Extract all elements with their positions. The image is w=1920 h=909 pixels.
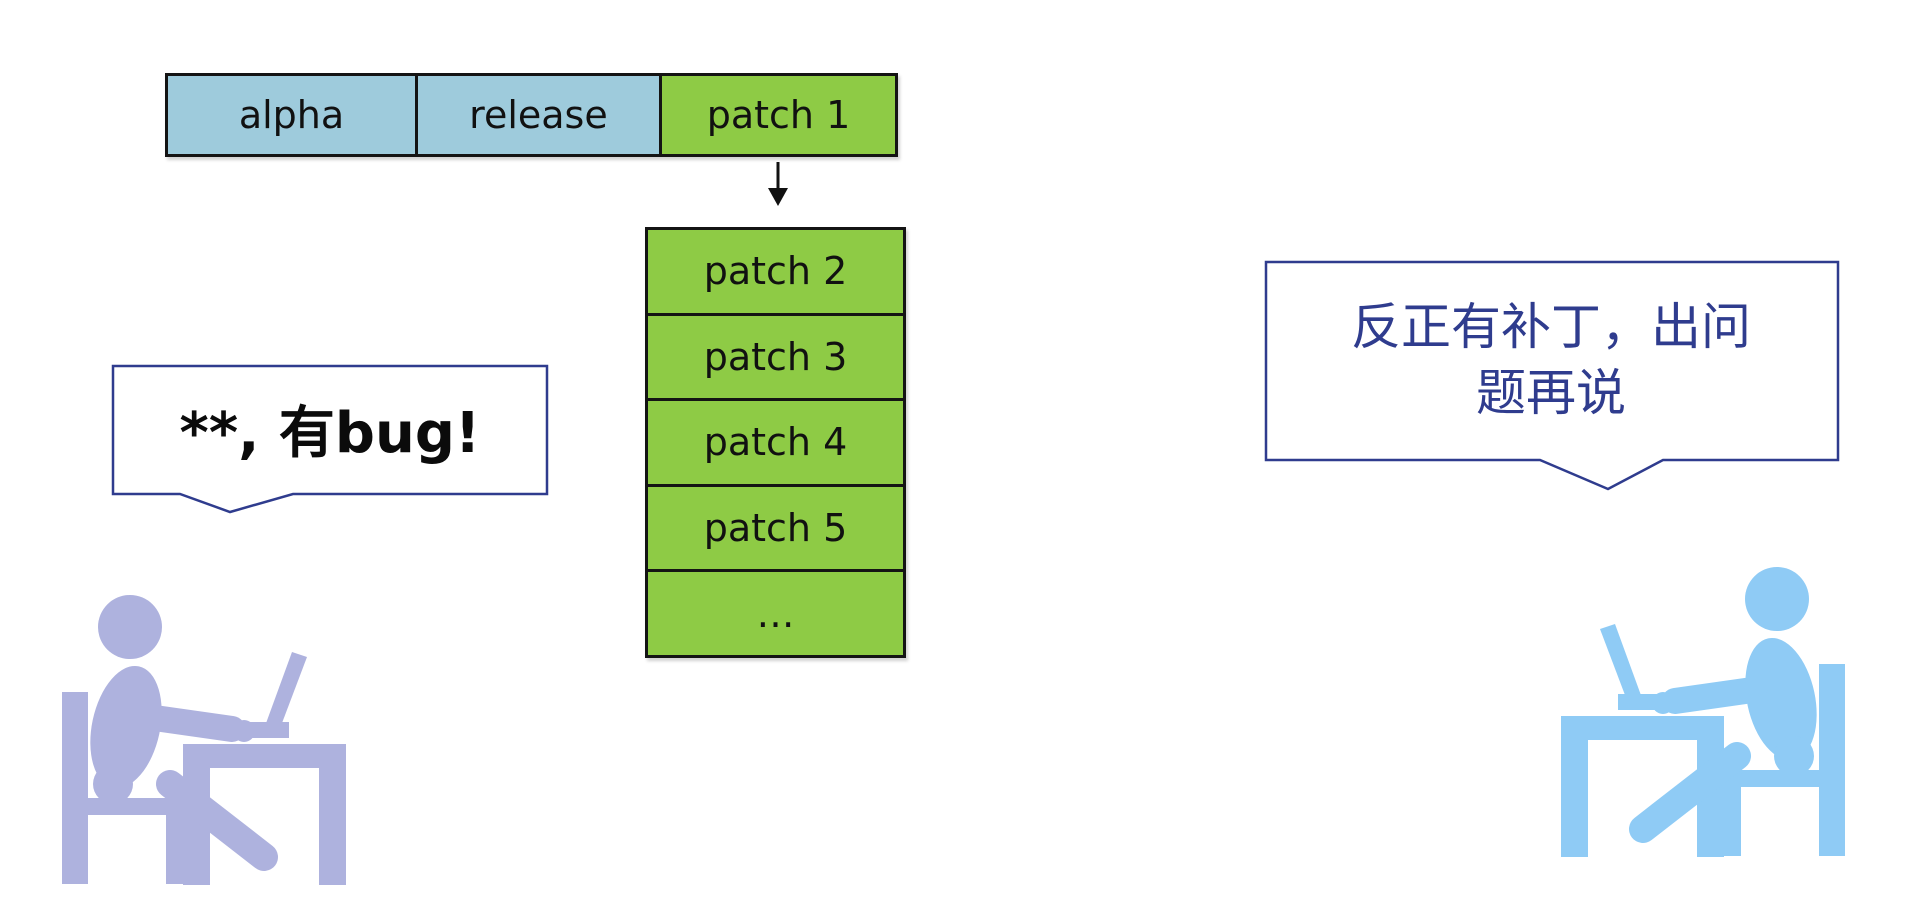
right-speech-bubble-text: 反正有补丁，出问 题再说 (1265, 263, 1837, 457)
right-bubble-line-1: 反正有补丁，出问 (1351, 298, 1751, 356)
patch-stack-row: patch 2 (703, 249, 848, 294)
left-speech-bubble (111, 364, 549, 514)
patch-stack: patch 2 patch 3 patch 4 patch 5 … (645, 227, 906, 658)
down-arrow-icon (768, 162, 788, 206)
right-speech-bubble (1264, 260, 1840, 491)
timeline-cell-patch1: patch 1 (658, 76, 895, 154)
patch-stack-row: patch 5 (648, 483, 903, 570)
patch-stack-row: patch 3 (648, 312, 903, 399)
right-bubble-line-2: 题再说 (1476, 364, 1626, 422)
timeline-cell-alpha: alpha (168, 76, 415, 154)
patch-stack-row-ellipsis: … (648, 569, 903, 655)
patch-stack-row: patch 4 (648, 398, 903, 484)
release-timeline-bar: alpha release patch 1 (165, 73, 898, 157)
left-speech-bubble-text: **, 有bug! (179, 400, 481, 466)
timeline-cell-release: release (414, 76, 659, 154)
person-at-laptop-icon-left (58, 592, 348, 887)
person-at-laptop-icon-right (1559, 564, 1849, 859)
